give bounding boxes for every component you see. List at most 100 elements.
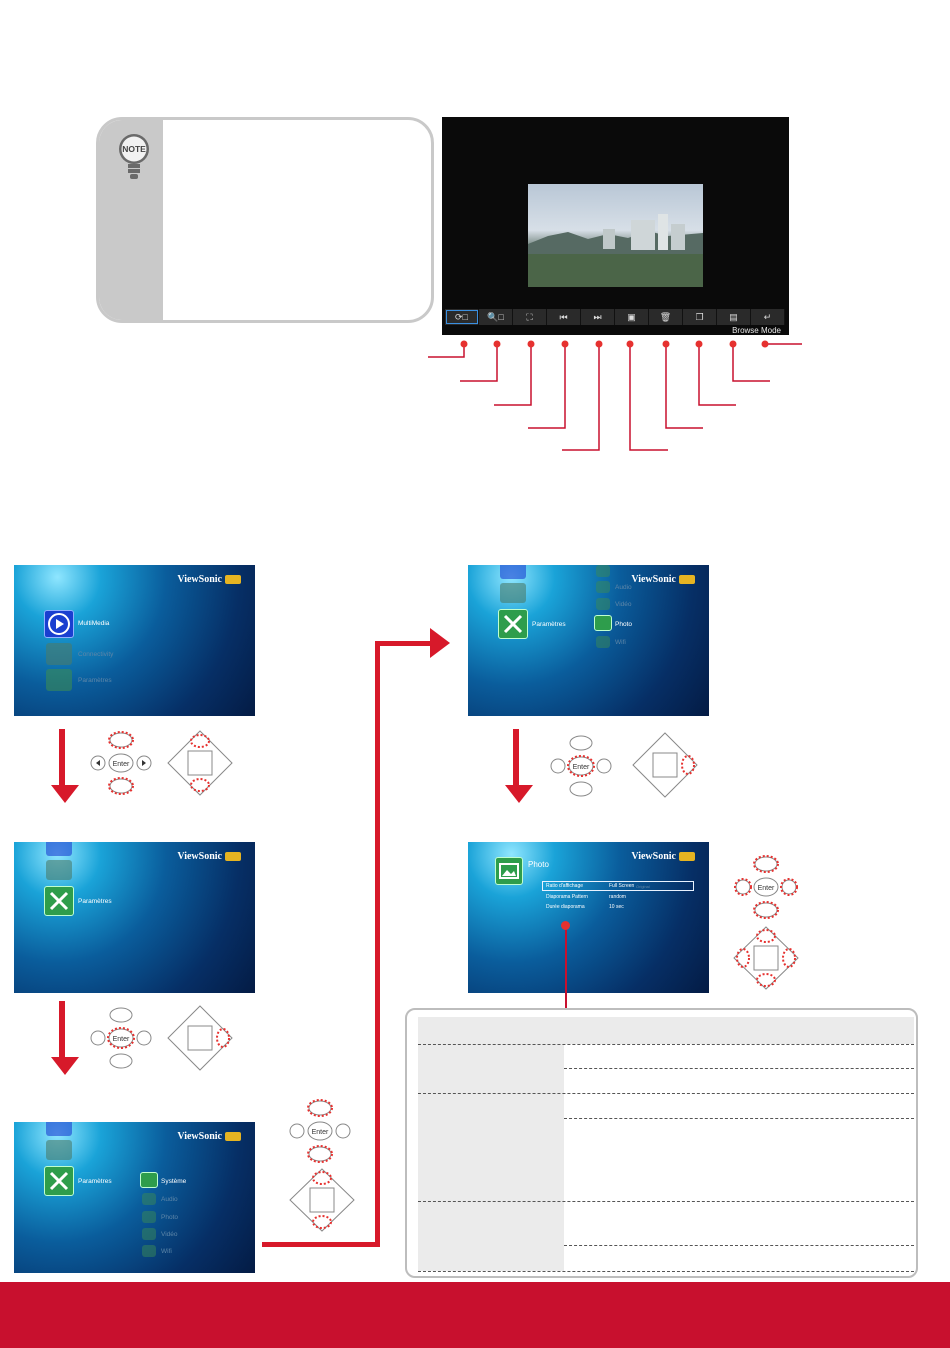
- toolbar-copy-button[interactable]: ❐: [683, 309, 717, 325]
- video-icon[interactable]: [142, 1228, 156, 1240]
- browse-mode-label: Browse Mode: [732, 326, 781, 335]
- remote-pad-1: Enter: [90, 731, 152, 795]
- photo-toolbar: ⟳□ 🔍□ ⛶ ⏮ ⏭ ▣ 🗑 ❐ ▤ ↵: [445, 309, 785, 325]
- photo-player-screen: ⟳□ 🔍□ ⛶ ⏮ ⏭ ▣ 🗑 ❐ ▤ ↵ Browse Mode: [442, 117, 789, 335]
- table-divider: [418, 1201, 914, 1202]
- menu-multimedia-label: MultiMedia: [78, 620, 110, 627]
- table-left-column: [418, 1017, 564, 1271]
- toolbar-info-button[interactable]: ▤: [717, 309, 751, 325]
- note-box: NOTE: [96, 117, 434, 323]
- page-footer-bar: [0, 1282, 950, 1348]
- keypad-diamond-1: [167, 730, 233, 796]
- menu-settings-label: Paramètres: [78, 1178, 112, 1185]
- photo-icon: [495, 857, 523, 885]
- screen-settings-photo-selected: ViewSonic Paramètres Audio Vidéo Photo W…: [468, 565, 709, 716]
- system-icon[interactable]: [596, 565, 610, 577]
- viewsonic-logo: ViewSonic: [177, 1131, 241, 1142]
- flow-arrow-down-1: [51, 729, 79, 805]
- viewsonic-logo: ViewSonic: [177, 574, 241, 585]
- flow-connector-bottom: [262, 1242, 380, 1247]
- settings-tools-icon[interactable]: [498, 609, 528, 639]
- menu-connectivity-label: Connectivity: [78, 651, 114, 658]
- photo-settings-title: Photo: [528, 860, 549, 869]
- wifi-icon[interactable]: [142, 1245, 156, 1257]
- audio-icon[interactable]: [596, 581, 610, 593]
- table-header-row: [418, 1017, 914, 1044]
- submenu-system-label: Système: [161, 1178, 187, 1185]
- svg-text:Enter: Enter: [312, 1129, 329, 1136]
- setting-aspect-ratio-hint: Original: [636, 884, 650, 889]
- svg-text:Enter: Enter: [113, 1036, 130, 1043]
- toolbar-slideshow-button[interactable]: ▣: [615, 309, 649, 325]
- multimedia-play-icon[interactable]: [44, 610, 74, 638]
- screen-photo-settings: ViewSonic Photo Ratio d'affichage Full S…: [468, 842, 709, 993]
- system-icon[interactable]: [140, 1172, 158, 1188]
- toolbar-previous-button[interactable]: ⏮: [547, 309, 581, 325]
- connectivity-icon[interactable]: [46, 643, 72, 665]
- settings-tools-icon[interactable]: [44, 1166, 74, 1196]
- note-badge-text: NOTE: [122, 144, 146, 154]
- submenu-photo-label: Photo: [161, 1214, 178, 1221]
- submenu-audio-label: Audio: [161, 1196, 178, 1203]
- table-divider: [418, 1044, 914, 1045]
- submenu-wifi-label: Wifi: [615, 639, 626, 646]
- table-divider: [418, 1093, 914, 1094]
- setting-slideshow-pattern-label: Diaporama Pattern: [546, 894, 588, 900]
- svg-text:Enter: Enter: [573, 764, 590, 771]
- connectivity-icon[interactable]: [46, 1140, 72, 1160]
- wifi-icon[interactable]: [596, 636, 610, 648]
- table-callout-line: [565, 925, 567, 1009]
- setting-slideshow-duration-value[interactable]: 10 sec: [609, 904, 624, 910]
- toolbar-zoom-button[interactable]: 🔍□: [479, 309, 513, 325]
- menu-settings-label: Paramètres: [532, 621, 566, 628]
- menu-settings-label: Paramètres: [78, 677, 112, 684]
- toolbar-next-button[interactable]: ⏭: [581, 309, 615, 325]
- photo-preview-image: [528, 184, 703, 287]
- screen-settings-submenu: ViewSonic Paramètres Système Audio Photo…: [14, 1122, 255, 1273]
- submenu-video-label: Vidéo: [615, 601, 632, 608]
- screen-main-menu: ViewSonic MultiMedia Connectivity Paramè…: [14, 565, 255, 716]
- toolbar-fullscreen-button[interactable]: ⛶: [513, 309, 547, 325]
- multimedia-play-icon[interactable]: [46, 1122, 72, 1136]
- table-divider: [418, 1271, 914, 1272]
- setting-slideshow-pattern-value[interactable]: random: [609, 894, 626, 900]
- flow-connector-vertical: [375, 641, 380, 1247]
- table-divider: [564, 1068, 914, 1069]
- keypad-diamond-3: [289, 1168, 355, 1232]
- settings-tools-icon[interactable]: [44, 886, 74, 916]
- setting-aspect-ratio-value[interactable]: Full Screen: [609, 883, 635, 889]
- settings-tools-icon[interactable]: [46, 669, 72, 691]
- remote-pad-5: Enter: [734, 855, 798, 919]
- setting-aspect-ratio-label: Ratio d'affichage: [546, 883, 583, 889]
- menu-settings-label: Paramètres: [78, 898, 112, 905]
- photo-settings-table: [405, 1008, 918, 1278]
- svg-text:Enter: Enter: [758, 885, 775, 892]
- flow-arrow-right: [430, 628, 450, 658]
- audio-icon[interactable]: [142, 1193, 156, 1205]
- viewsonic-logo: ViewSonic: [631, 574, 695, 585]
- remote-pad-2: Enter: [90, 1007, 152, 1069]
- photo-icon[interactable]: [142, 1211, 156, 1223]
- multimedia-play-icon[interactable]: [46, 842, 72, 856]
- remote-pad-3: Enter: [289, 1099, 351, 1163]
- toolbar-rotate-button[interactable]: ⟳□: [445, 309, 479, 325]
- viewsonic-logo: ViewSonic: [177, 851, 241, 862]
- setting-slideshow-duration-label: Durée diaporama: [546, 904, 585, 910]
- connectivity-icon[interactable]: [500, 583, 526, 603]
- multimedia-play-icon[interactable]: [500, 565, 526, 579]
- toolbar-return-button[interactable]: ↵: [751, 309, 785, 325]
- toolbar-delete-button[interactable]: 🗑: [649, 309, 683, 325]
- keypad-diamond-2: [167, 1005, 233, 1071]
- submenu-video-label: Vidéo: [161, 1231, 178, 1238]
- flow-arrow-down-2: [51, 1001, 79, 1077]
- flow-arrow-down-3: [505, 729, 533, 805]
- table-divider: [564, 1118, 914, 1119]
- submenu-wifi-label: Wifi: [161, 1248, 172, 1255]
- video-icon[interactable]: [596, 598, 610, 610]
- viewsonic-logo: ViewSonic: [631, 851, 695, 862]
- table-divider: [564, 1245, 914, 1246]
- submenu-audio-label: Audio: [615, 584, 632, 591]
- keypad-diamond-4: [632, 732, 698, 798]
- connectivity-icon[interactable]: [46, 860, 72, 880]
- photo-icon[interactable]: [594, 615, 612, 631]
